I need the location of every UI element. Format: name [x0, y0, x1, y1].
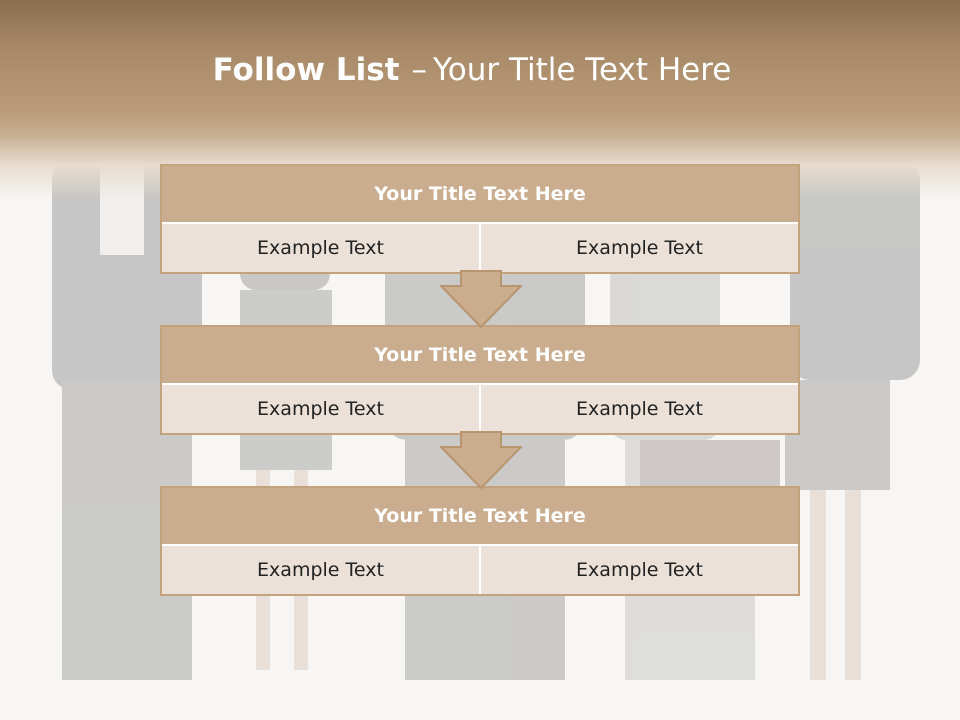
- block-heading: Your Title Text Here: [162, 166, 798, 224]
- block-cell-right: Example Text: [479, 224, 798, 272]
- block-cell-left: Example Text: [162, 546, 479, 594]
- list-block-2: Your Title Text Here Example Text Exampl…: [160, 325, 800, 435]
- block-cell-right: Example Text: [479, 385, 798, 433]
- title-bold: Follow List: [212, 52, 400, 88]
- block-cell-left: Example Text: [162, 385, 479, 433]
- block-row: Example Text Example Text: [162, 385, 798, 433]
- block-heading: Your Title Text Here: [162, 327, 798, 385]
- block-cell-right: Example Text: [479, 546, 798, 594]
- down-arrow-icon: [440, 431, 522, 489]
- title-rest: Your Title Text Here: [432, 52, 732, 88]
- block-row: Example Text Example Text: [162, 224, 798, 272]
- title-separator: –: [411, 52, 427, 88]
- slide-title: Follow List–Your Title Text Here: [0, 52, 944, 88]
- block-cell-left: Example Text: [162, 224, 479, 272]
- block-row: Example Text Example Text: [162, 546, 798, 594]
- list-block-3: Your Title Text Here Example Text Exampl…: [160, 486, 800, 596]
- list-block-1: Your Title Text Here Example Text Exampl…: [160, 164, 800, 274]
- block-heading: Your Title Text Here: [162, 488, 798, 546]
- down-arrow-icon: [440, 270, 522, 328]
